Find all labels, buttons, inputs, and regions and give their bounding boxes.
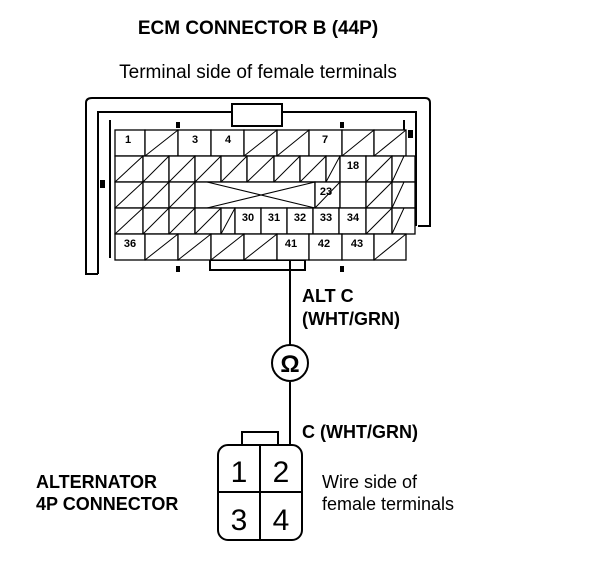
wire-upper-color: (WHT/GRN): [302, 309, 400, 329]
terminal-hatch: [168, 207, 196, 235]
terminal-hatch: [114, 155, 144, 183]
ecm-pin-4: 4: [225, 134, 232, 146]
terminal-hatch: [243, 233, 278, 261]
terminal-hatch: [243, 129, 278, 157]
terminal-hatch: [142, 155, 170, 183]
ecm-pin-43: 43: [351, 238, 363, 250]
terminal-hatch: [365, 181, 393, 209]
terminal-hatch: [168, 155, 196, 183]
ecm-pin-33: 33: [320, 212, 332, 224]
alternator-label-line2: 4P CONNECTOR: [36, 494, 178, 514]
alternator-connector: [217, 431, 303, 541]
alt-pin-4: 4: [273, 504, 290, 537]
terminal-hatch: [220, 155, 248, 183]
alt-pin-1: 1: [231, 456, 248, 489]
terminal-cell: [341, 233, 375, 261]
terminal-hatch: [246, 155, 275, 183]
terminal-hatch: [168, 181, 196, 209]
ecm-pin-41: 41: [285, 238, 297, 250]
terminal-hatch: [373, 129, 407, 157]
ecm-pin-23: 23: [320, 186, 332, 198]
terminal-hatch: [142, 207, 170, 235]
terminal-hatch: [373, 233, 407, 261]
ecm-pin-42: 42: [318, 238, 330, 250]
terminal-hatch: [177, 233, 212, 261]
terminal-hatch: [391, 181, 405, 209]
terminal-hatch: [365, 155, 393, 183]
ecm-pin-31: 31: [268, 212, 280, 224]
terminal-hatch: [325, 155, 341, 183]
wire-upper-name: ALT C: [302, 286, 354, 306]
terminal-hatch: [220, 207, 236, 235]
terminal-hatch: [273, 155, 301, 183]
terminal-hatch: [391, 207, 405, 235]
terminal-hatch: [314, 181, 341, 209]
alt-pin-3: 3: [231, 504, 248, 537]
ecm-title: ECM CONNECTOR B (44P): [138, 18, 378, 39]
ecm-pin-34: 34: [347, 212, 360, 224]
wire-side-line1: Wire side of: [322, 472, 418, 492]
terminal-cell: [339, 181, 367, 209]
housing-tick: [340, 266, 344, 272]
terminal-cell: [391, 207, 416, 235]
housing-tick: [176, 266, 180, 272]
ecm-pin-labels: 1 3 4 7 18 23 30 31 32 33 34 36 41 42 43: [124, 134, 363, 250]
terminal-hatch: [144, 129, 179, 157]
ecm-pin-18: 18: [347, 160, 359, 172]
wire-lower-label: C (WHT/GRN): [302, 422, 418, 442]
housing-tick: [408, 130, 413, 138]
alt-pin-2: 2: [273, 456, 290, 489]
ecm-pin-32: 32: [294, 212, 306, 224]
terminal-hatch: [194, 207, 222, 235]
ecm-pin-36: 36: [124, 238, 136, 250]
terminal-hatch: [391, 155, 405, 183]
terminal-cell: [338, 207, 367, 235]
ecm-pin-7: 7: [322, 134, 328, 146]
terminal-hatch: [114, 181, 144, 209]
ohm-symbol-icon: Ω: [280, 351, 299, 378]
terminal-cell: [260, 207, 288, 235]
housing-tick: [340, 122, 344, 128]
ohmmeter: Ω: [271, 344, 309, 382]
ecm-pin-1: 1: [125, 134, 131, 146]
terminal-hatch: [194, 155, 222, 183]
terminal-hatch: [144, 233, 179, 261]
terminal-cell: [391, 155, 416, 183]
ohmmeter-circle: [271, 344, 309, 382]
ecm-terminal-grid: [100, 122, 416, 272]
ecm-pin-30: 30: [242, 212, 254, 224]
ecm-pin-3: 3: [192, 134, 198, 146]
terminal-hatch: [114, 207, 144, 235]
ecm-connector: [85, 97, 431, 275]
terminal-hatch: [299, 155, 327, 183]
wire-side-line2: female terminals: [322, 494, 454, 514]
housing-tick: [176, 122, 180, 128]
terminal-hatch: [341, 129, 375, 157]
terminal-hatch: [365, 207, 393, 235]
terminal-hatch: [276, 129, 310, 157]
housing-tick: [100, 180, 105, 188]
terminal-hatch: [210, 233, 245, 261]
ecm-subtitle: Terminal side of female terminals: [119, 62, 397, 83]
alternator-label-line1: ALTERNATOR: [36, 472, 157, 492]
terminal-cell: [391, 181, 416, 209]
terminal-hatch: [142, 181, 170, 209]
grid-x-mark: [206, 181, 316, 209]
